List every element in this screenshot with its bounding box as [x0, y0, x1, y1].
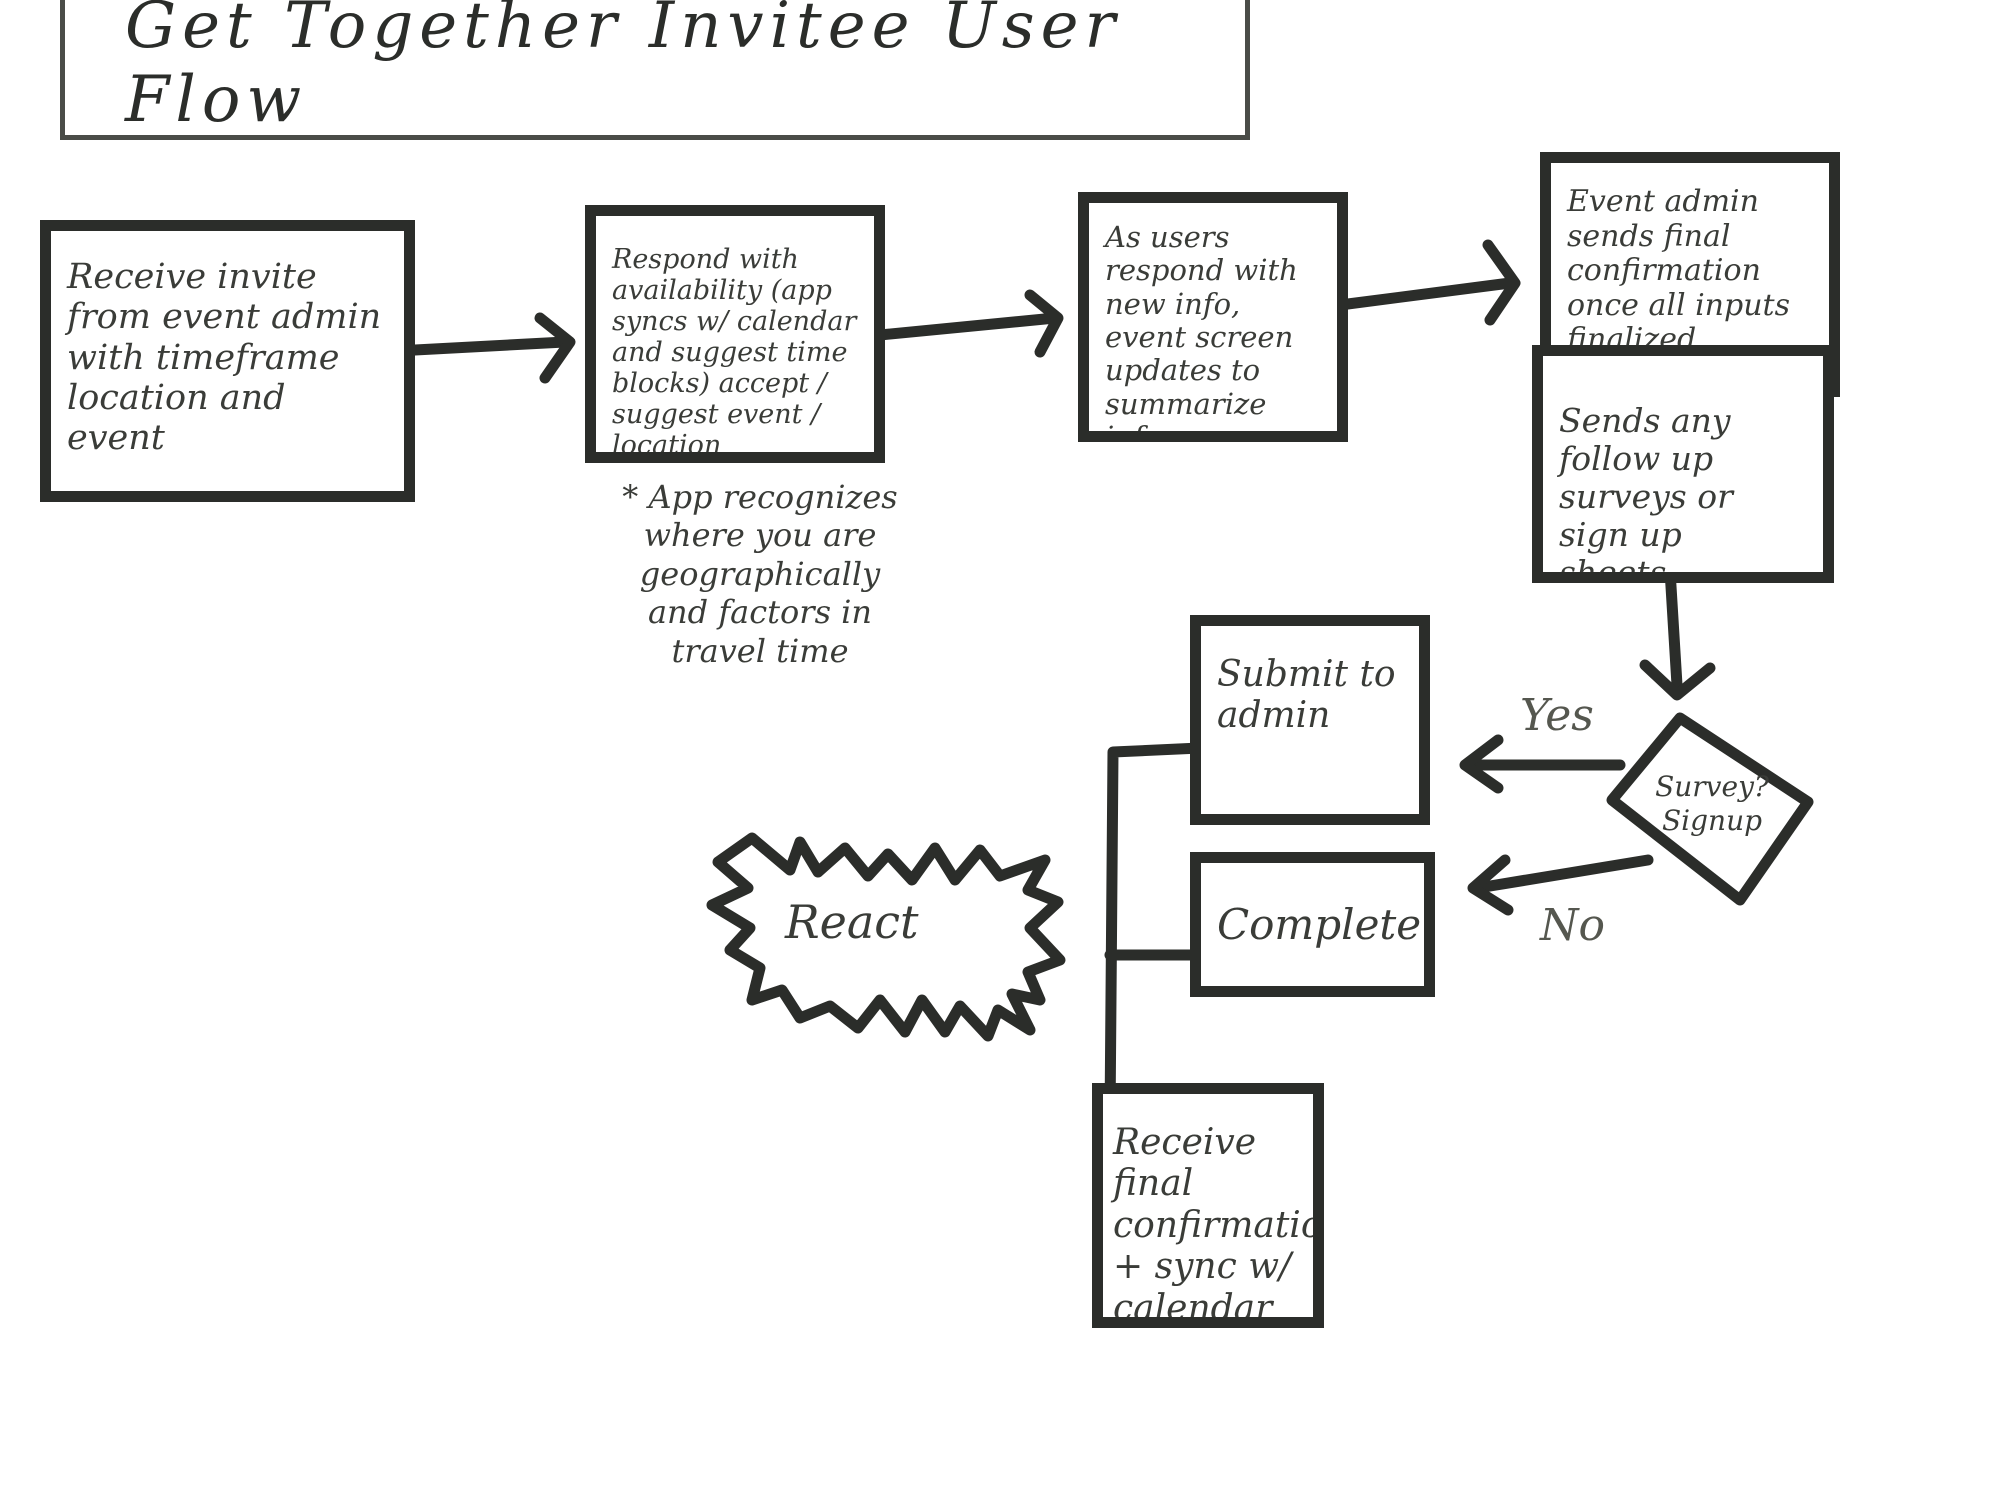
follow-up-text: Sends any follow up surveys or sign up s…: [1559, 401, 1733, 583]
complete-text: Complete: [1217, 900, 1422, 949]
decision-label-line1: Survey?: [1655, 770, 1769, 803]
arrow-no-to-complete: [1472, 854, 1654, 894]
receive-final-box: Receive final confirmation + sync w/ cal…: [1092, 1083, 1324, 1328]
diagram-title: Get Together Invitee User Flow: [60, 0, 1250, 140]
geo-note: * App recognizes where you are geographi…: [622, 478, 898, 670]
react-burst-shape: [706, 832, 1066, 1042]
bracket-line: [1104, 742, 1206, 1126]
arrow-head-respond-to-updates: [1024, 289, 1064, 358]
admin-confirm-text: Event admin sends final confirmation onc…: [1567, 184, 1790, 357]
submit-box: Submit to admin: [1190, 615, 1430, 825]
complete-box: Complete: [1190, 852, 1435, 997]
arrow-head-no-to-complete: [1467, 854, 1514, 916]
receive-invite-box: Receive invite from event admin with tim…: [40, 220, 415, 502]
arrow-updates-to-admin: [1334, 277, 1516, 311]
decision-label: Survey? Signup: [1622, 770, 1802, 837]
respond-text: Respond with availability (app syncs w/ …: [612, 244, 857, 462]
no-label: No: [1540, 900, 1605, 951]
arrow-head-invite-to-respond: [534, 312, 576, 384]
arrow-head-followup-to-decision: [1639, 659, 1716, 701]
submit-text: Submit to admin: [1217, 654, 1396, 737]
arrow-head-yes-to-submit: [1459, 734, 1504, 794]
receive-final-text: Receive final confirmation + sync w/ cal…: [1113, 1122, 1324, 1328]
arrow-head-updates-to-admin: [1482, 239, 1521, 326]
follow-up-box: Sends any follow up surveys or sign up s…: [1532, 345, 1834, 583]
decision-label-line2: Signup: [1661, 803, 1763, 837]
respond-box: Respond with availability (app syncs w/ …: [585, 205, 885, 463]
arrow-invite-to-respond: [409, 336, 571, 356]
updates-box: As users respond with new info, event sc…: [1078, 192, 1348, 442]
arrow-followup-to-decision: [1664, 564, 1683, 691]
updates-text: As users respond with new info, event sc…: [1105, 220, 1298, 442]
arrow-respond-to-updates: [874, 312, 1061, 341]
yes-label: Yes: [1520, 690, 1594, 741]
react-label: React: [785, 895, 919, 949]
decision-diamond: [1606, 712, 1814, 906]
receive-invite-text: Receive invite from event admin with tim…: [67, 257, 382, 458]
